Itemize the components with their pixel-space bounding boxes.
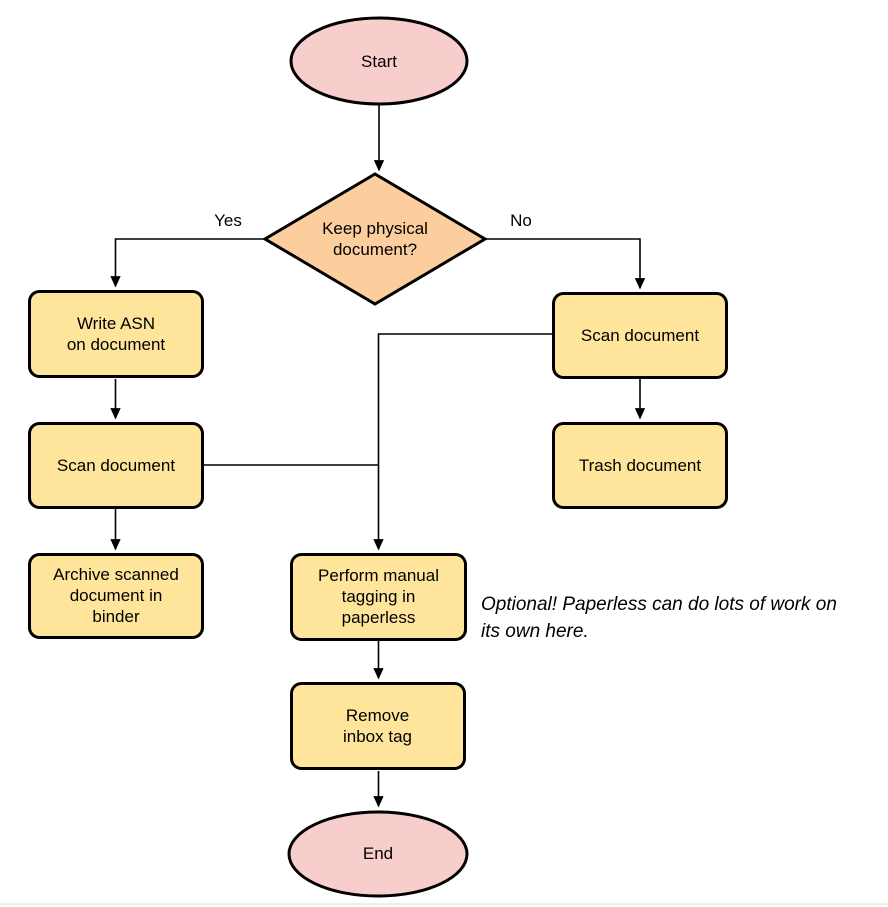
bottom-divider [0, 903, 888, 905]
trash-document-node [552, 422, 728, 509]
end-node [287, 810, 469, 898]
perform-tagging-node [290, 553, 467, 641]
decision-node [262, 172, 488, 306]
optional-annotation: Optional! Paperless can do lots of work … [481, 594, 837, 642]
scan-document-right-node [552, 292, 728, 379]
write-asn-node [28, 290, 204, 378]
start-node [289, 16, 469, 106]
edge-scan-right-to-perform-tagging [373, 333, 552, 551]
archive-node [28, 553, 204, 639]
edge-decision-yes-to-write-asn [110, 238, 265, 288]
remove-inbox-node [290, 682, 466, 770]
edge-decision-no-to-scan-right [485, 238, 646, 290]
scan-document-left-node [28, 422, 204, 509]
